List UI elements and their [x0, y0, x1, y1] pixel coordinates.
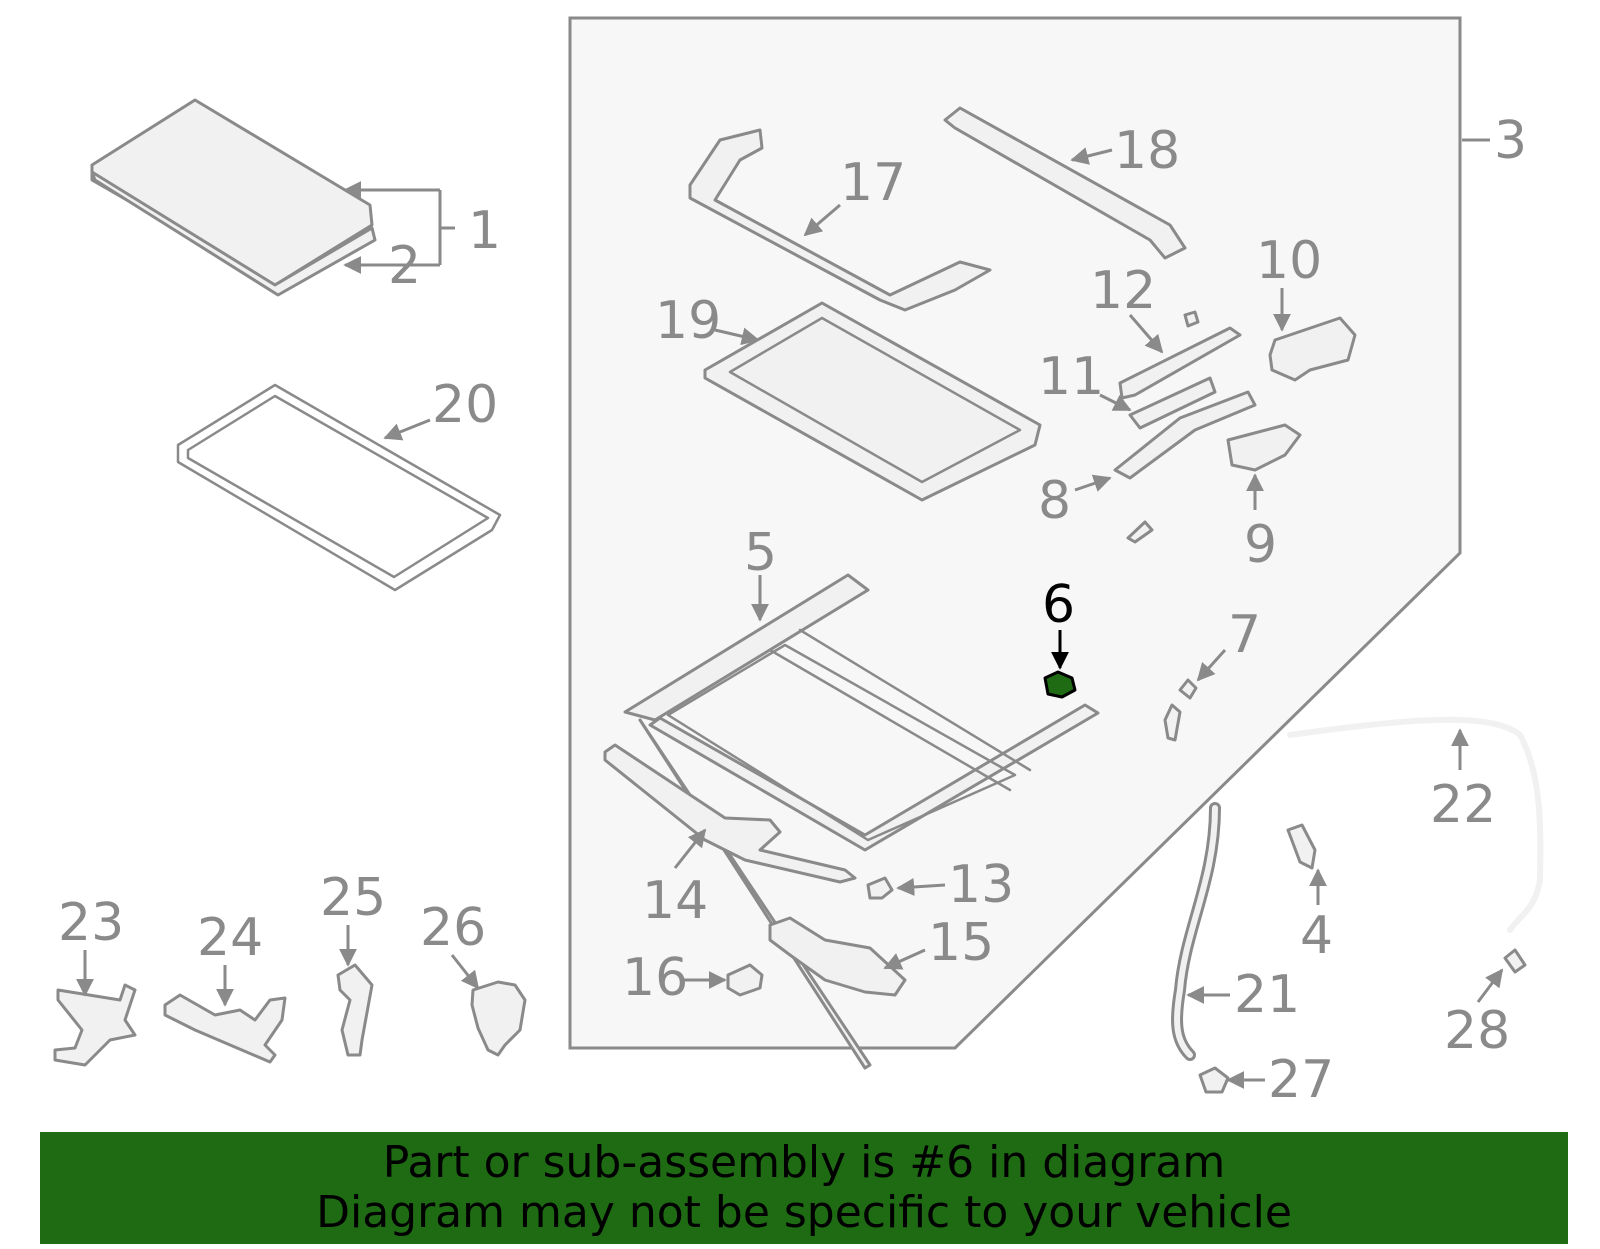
- callout-18: 18: [1114, 121, 1180, 181]
- bracket-part-24: [163, 993, 287, 1064]
- mechanism-part-9: [1226, 423, 1302, 472]
- callout-27: 27: [1268, 1050, 1334, 1110]
- bracket-part-25: [336, 963, 374, 1057]
- callout-11: 11: [1038, 347, 1104, 407]
- clip-part-7: [1163, 678, 1198, 742]
- bracket-part-23: [53, 983, 137, 1067]
- deflector-part: [688, 128, 992, 312]
- bracket-part-8: [1113, 390, 1257, 480]
- callout-22: 22: [1430, 775, 1496, 835]
- seal-strip-part: [943, 106, 1187, 260]
- clip-part-13: [866, 876, 894, 900]
- weatherstrip-part: [176, 383, 502, 592]
- assembly-panel: [568, 16, 1462, 1050]
- callout-12: 12: [1090, 261, 1156, 321]
- bracket-part-4: [1286, 823, 1317, 870]
- banner-line-2: Diagram may not be specific to your vehi…: [316, 1187, 1292, 1238]
- screw-part: [1126, 520, 1154, 544]
- callout-10: 10: [1256, 231, 1322, 291]
- callout-23: 23: [58, 893, 124, 953]
- callout-14: 14: [642, 871, 708, 931]
- callout-15: 15: [928, 913, 994, 973]
- callout-2: 2: [388, 236, 421, 296]
- callout-1: 1: [468, 201, 501, 261]
- callout-6: 6: [1042, 575, 1075, 635]
- mechanism-part-10: [1268, 316, 1357, 382]
- callout-25: 25: [320, 868, 386, 928]
- bracket-part-26: [470, 980, 527, 1057]
- callout-4: 4: [1300, 906, 1333, 966]
- drain-hose-part-21: [1171, 802, 1221, 1061]
- clamp-part-27: [1198, 1066, 1230, 1094]
- callout-8: 8: [1038, 471, 1071, 531]
- info-banner: Part or sub-assembly is #6 in diagram Di…: [40, 1132, 1568, 1244]
- callout-7: 7: [1228, 605, 1261, 665]
- callout-16: 16: [622, 948, 688, 1008]
- callout-5: 5: [744, 523, 777, 583]
- drain-hose-part-22: [1287, 716, 1544, 933]
- callout-21: 21: [1234, 965, 1300, 1025]
- parts-diagram: 1 2 3 4 5 6 7 8 9 10 11 12 13 14 15 16 1…: [53, 16, 1544, 1110]
- sunroof-glass-part: [90, 98, 377, 297]
- sunshade-frame-part: [703, 301, 1042, 502]
- connector-part-16: [726, 963, 764, 997]
- callout-20: 20: [432, 375, 498, 435]
- callout-3: 3: [1494, 111, 1527, 171]
- callout-13: 13: [948, 855, 1014, 915]
- motor-part-15: [768, 916, 907, 997]
- link-part-11: [1128, 376, 1217, 430]
- callout-26: 26: [420, 898, 486, 958]
- callout-24: 24: [197, 908, 263, 968]
- callout-19: 19: [655, 291, 721, 351]
- clamp-part-28: [1503, 948, 1527, 974]
- callout-9: 9: [1244, 515, 1277, 575]
- highlighted-part-6: [1043, 670, 1077, 699]
- callout-28: 28: [1444, 1001, 1510, 1061]
- callout-17: 17: [840, 153, 906, 213]
- banner-line-1: Part or sub-assembly is #6 in diagram: [382, 1137, 1226, 1188]
